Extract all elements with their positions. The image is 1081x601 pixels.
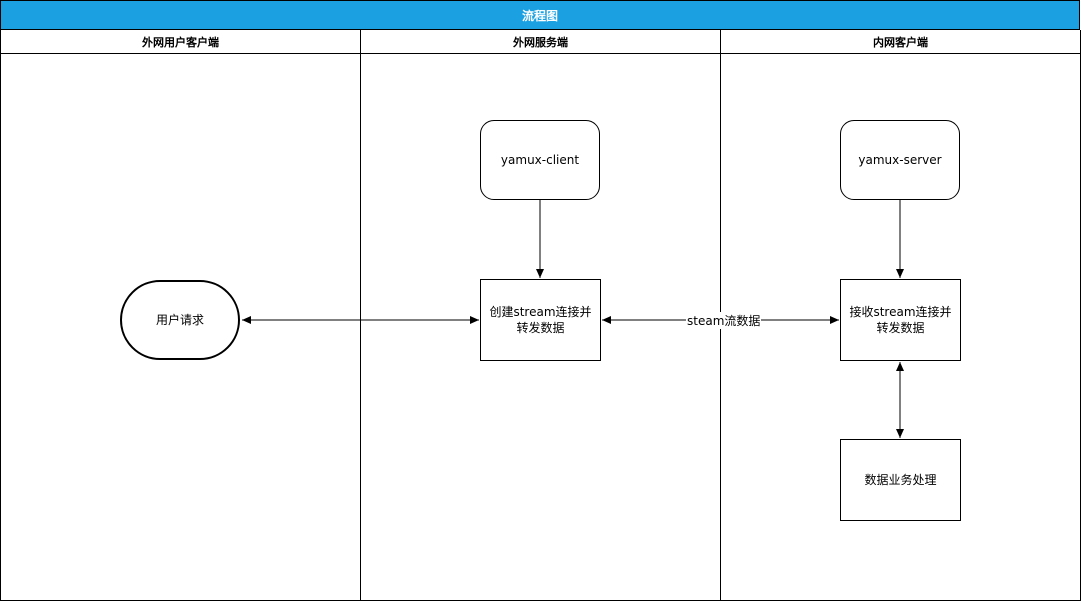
node-data-processing: 数据业务处理 xyxy=(840,439,961,521)
lane-header-external-server: 外网服务端 xyxy=(360,30,721,54)
lane-header-external-user: 外网用户客户端 xyxy=(0,30,361,54)
node-accept-stream: 接收stream连接并转发数据 xyxy=(840,279,961,361)
edge-label-stream-data: steam流数据 xyxy=(686,312,762,329)
node-yamux-client: yamux-client xyxy=(480,120,600,200)
lane-header-internal-client: 内网客户端 xyxy=(720,30,1081,54)
node-yamux-server: yamux-server xyxy=(840,120,960,200)
node-user-request: 用户请求 xyxy=(120,280,240,360)
node-create-stream: 创建stream连接并转发数据 xyxy=(480,279,601,361)
diagram-title: 流程图 xyxy=(0,0,1080,30)
